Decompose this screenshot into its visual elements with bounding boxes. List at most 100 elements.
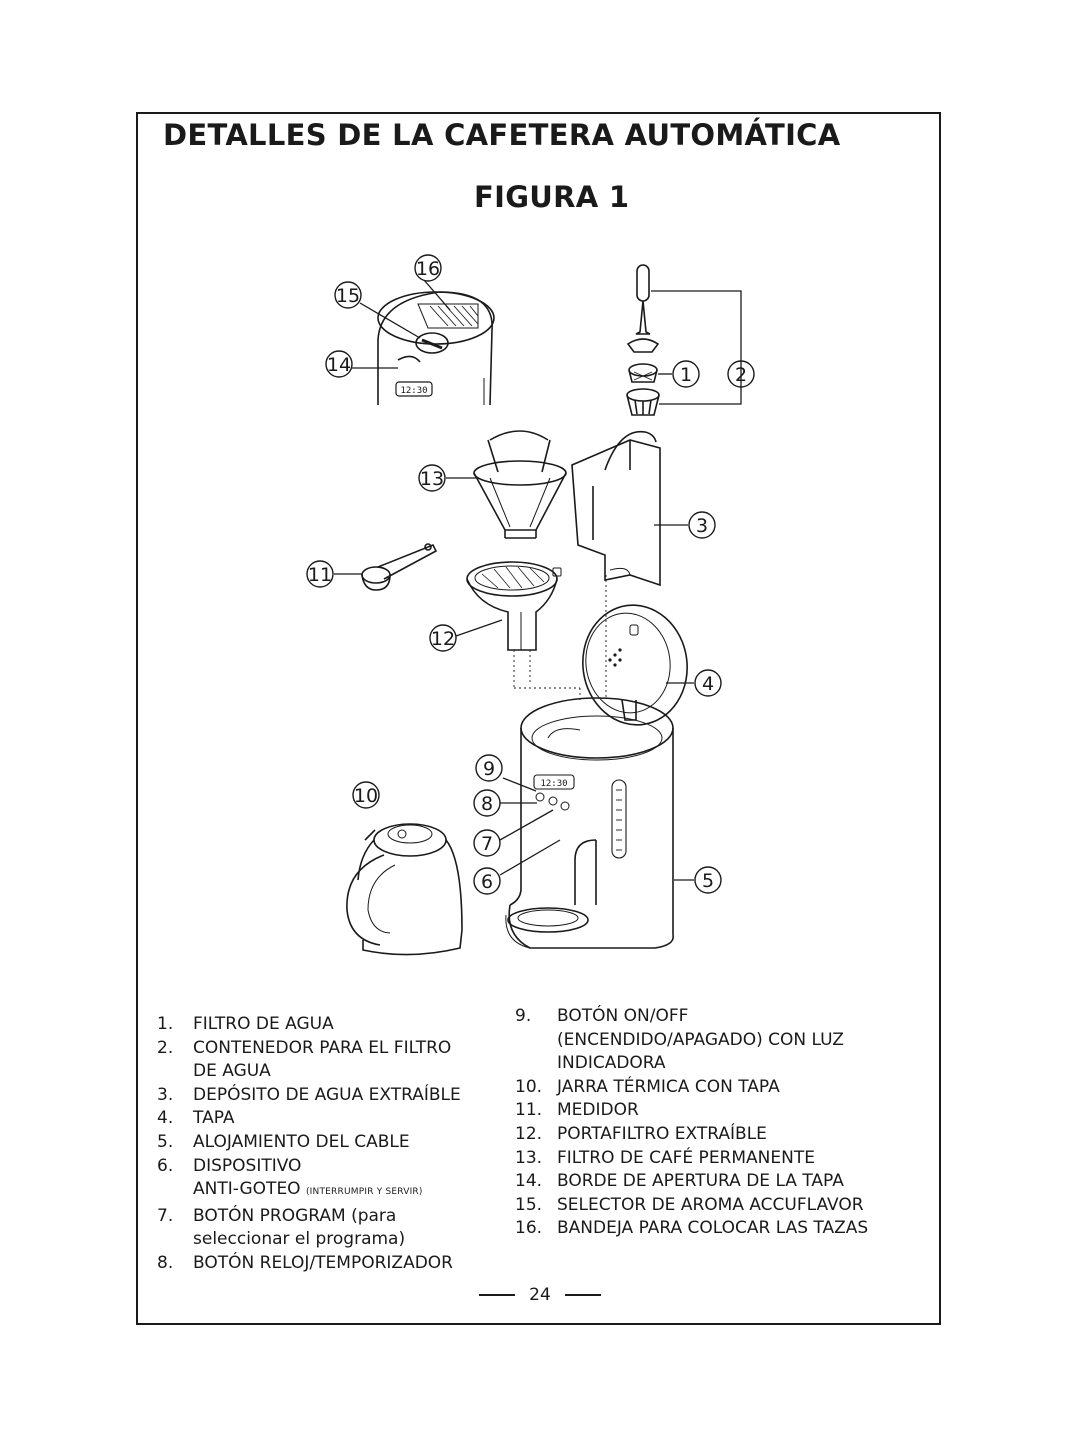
legend-item-number: 4. <box>157 1108 174 1129</box>
parts-legend-left: 1. FILTRO DE AGUA 2. CONTENEDOR PARA EL FIL… <box>157 1013 502 1276</box>
parts-legend-right: 9. BOTÓN ON/OFF (ENCENDIDO/APAGADO) CON LU… <box>515 1005 935 1241</box>
legend-item: 14.BORDE DE APERTURA DE LA TAPA <box>515 1170 935 1194</box>
svg-text:11: 11 <box>308 564 332 586</box>
legend-item-text: ANTI-GOTEO (INTERRUMPIR Y SERVIR) <box>193 1179 423 1200</box>
callout-5: 5 <box>694 866 722 894</box>
legend-item-text: SELECTOR DE AROMA ACCUFLAVOR <box>557 1194 864 1215</box>
page-frame <box>136 112 941 1325</box>
page-title: DETALLES DE LA CAFETERA AUTOMÁTICA <box>163 118 841 152</box>
lid-detail-illustration: 12:30 <box>377 291 495 406</box>
legend-item-text: TAPA <box>193 1108 235 1129</box>
legend-item-text: MEDIDOR <box>557 1100 639 1121</box>
callout-11: 11 <box>306 560 334 588</box>
legend-item-number <box>157 1228 193 1252</box>
display-readout: 12:30 <box>400 386 427 396</box>
legend-item: seleccionar el programa) <box>157 1228 502 1252</box>
callout-8: 8 <box>473 789 501 817</box>
legend-item-text: (ENCENDIDO/APAGADO) CON LUZ <box>557 1029 844 1050</box>
legend-item-number: 10. <box>515 1076 543 1097</box>
legend-item-text: INDICADORA <box>557 1053 666 1074</box>
legend-item-number: 13. <box>515 1147 543 1168</box>
legend-item-number: 2. <box>157 1037 174 1058</box>
legend-item-text: BANDEJA PARA COLOCAR LAS TAZAS <box>557 1218 869 1239</box>
legend-item: 13. FILTRO DE CAFÉ PERMANENTE <box>515 1147 935 1171</box>
callout-4: 4 <box>694 669 722 697</box>
filter-holder-illustration <box>466 561 562 651</box>
svg-text:7: 7 <box>481 833 493 855</box>
footer-rule-right <box>564 1294 601 1296</box>
callout-7: 7 <box>473 829 501 857</box>
callout-1: 1 <box>672 360 700 388</box>
svg-text:12: 12 <box>431 628 455 650</box>
legend-item: DE AGUA <box>157 1060 502 1084</box>
legend-item-text: ALOJAMIENTO DEL CABLE <box>193 1131 410 1152</box>
legend-item: (ENCENDIDO/APAGADO) CON LUZ <box>515 1029 935 1053</box>
legend-item-text: FILTRO DE CAFÉ PERMANENTE <box>557 1147 815 1168</box>
svg-text:14: 14 <box>327 354 351 376</box>
legend-item: ANTI-GOTEO (INTERRUMPIR Y SERVIR) <box>157 1178 502 1205</box>
legend-item: 7. BOTÓN PROGRAM (para <box>157 1205 502 1229</box>
callout-6: 6 <box>473 867 501 895</box>
callout-10: 10 <box>352 781 380 809</box>
legend-item-number: 6. <box>157 1155 174 1176</box>
svg-text:4: 4 <box>702 673 714 695</box>
legend-item-text: DE AGUA <box>193 1061 271 1082</box>
legend-item: 8.BOTÓN RELOJ/TEMPORIZADOR <box>157 1252 502 1276</box>
legend-item-text: PORTAFILTRO EXTRAÍBLE <box>557 1123 767 1144</box>
legend-item: 11. MEDIDOR <box>515 1099 935 1123</box>
svg-text:8: 8 <box>481 793 493 815</box>
legend-item-number <box>157 1060 193 1084</box>
figure-label: FIGURA 1 <box>474 180 630 214</box>
legend-item-number <box>515 1052 557 1076</box>
water-filter-illustration <box>626 264 660 416</box>
legend-item-number: 12. <box>515 1123 543 1144</box>
legend-item: 15. SELECTOR DE AROMA ACCUFLAVOR <box>515 1194 935 1218</box>
page-number: 24 <box>529 1285 551 1305</box>
legend-item-text: JARRA TÉRMICA CON TAPA <box>557 1076 780 1097</box>
legend-item-number: 15. <box>515 1194 543 1215</box>
callout-9: 9 <box>475 754 503 782</box>
callout-16: 16 <box>414 254 442 282</box>
legend-item-number: 9. <box>515 1006 532 1026</box>
legend-item-number: 1. <box>157 1014 174 1034</box>
legend-item: 3.DEPÓSITO DE AGUA EXTRAÍBLE <box>157 1084 502 1108</box>
legend-item: 10. JARRA TÉRMICA CON TAPA <box>515 1076 935 1100</box>
svg-text:1: 1 <box>680 364 692 386</box>
control-panel-display: 12:30 <box>540 779 567 789</box>
legend-item-number: 14. <box>515 1171 543 1192</box>
legend-item: 16.BANDEJA PARA COLOCAR LAS TAZAS <box>515 1217 935 1241</box>
svg-text:6: 6 <box>481 871 493 893</box>
svg-text:5: 5 <box>702 870 714 892</box>
legend-item: 4. TAPA <box>157 1107 502 1131</box>
legend-item-note: (INTERRUMPIR Y SERVIR) <box>305 1187 423 1198</box>
callout-12: 12 <box>429 624 457 652</box>
legend-item-number: 7. <box>157 1205 174 1226</box>
legend-item-number: 5. <box>157 1131 174 1152</box>
legend-item-text: BOTÓN PROGRAM (para <box>193 1205 397 1226</box>
svg-text:2: 2 <box>735 364 747 386</box>
measuring-scoop-illustration <box>361 543 438 591</box>
legend-item-text: BOTÓN RELOJ/TEMPORIZADOR <box>193 1252 453 1273</box>
thermal-carafe-illustration <box>346 823 463 956</box>
leader-lines <box>334 279 742 881</box>
callout-15: 15 <box>334 281 362 309</box>
callout-markers: 16 15 14 1 2 13 3 11 12 4 9 10 8 7 6 5 <box>306 254 755 895</box>
legend-item-number <box>515 1029 557 1053</box>
coffee-maker-diagram: 12:30 <box>306 254 755 956</box>
svg-text:13: 13 <box>420 468 444 490</box>
legend-item-text: CONTENEDOR PARA EL FILTRO <box>193 1037 452 1058</box>
legend-item: 12. PORTAFILTRO EXTRAÍBLE <box>515 1123 935 1147</box>
callout-14: 14 <box>325 350 353 378</box>
legend-item-text: BOTÓN ON/OFF <box>557 1006 689 1026</box>
legend-item-number: 11. <box>515 1100 543 1121</box>
legend-item-text: seleccionar el programa) <box>193 1229 406 1250</box>
legend-item-text: DEPÓSITO DE AGUA EXTRAÍBLE <box>193 1084 461 1105</box>
svg-text:10: 10 <box>354 785 378 807</box>
legend-item: 5. ALOJAMIENTO DEL CABLE <box>157 1131 502 1155</box>
legend-item-text: FILTRO DE AGUA <box>193 1014 334 1034</box>
svg-text:9: 9 <box>483 758 495 780</box>
legend-item-number <box>157 1178 193 1205</box>
svg-text:3: 3 <box>696 515 708 537</box>
legend-item: 6.DISPOSITIVO <box>157 1155 502 1179</box>
legend-item: INDICADORA <box>515 1052 935 1076</box>
